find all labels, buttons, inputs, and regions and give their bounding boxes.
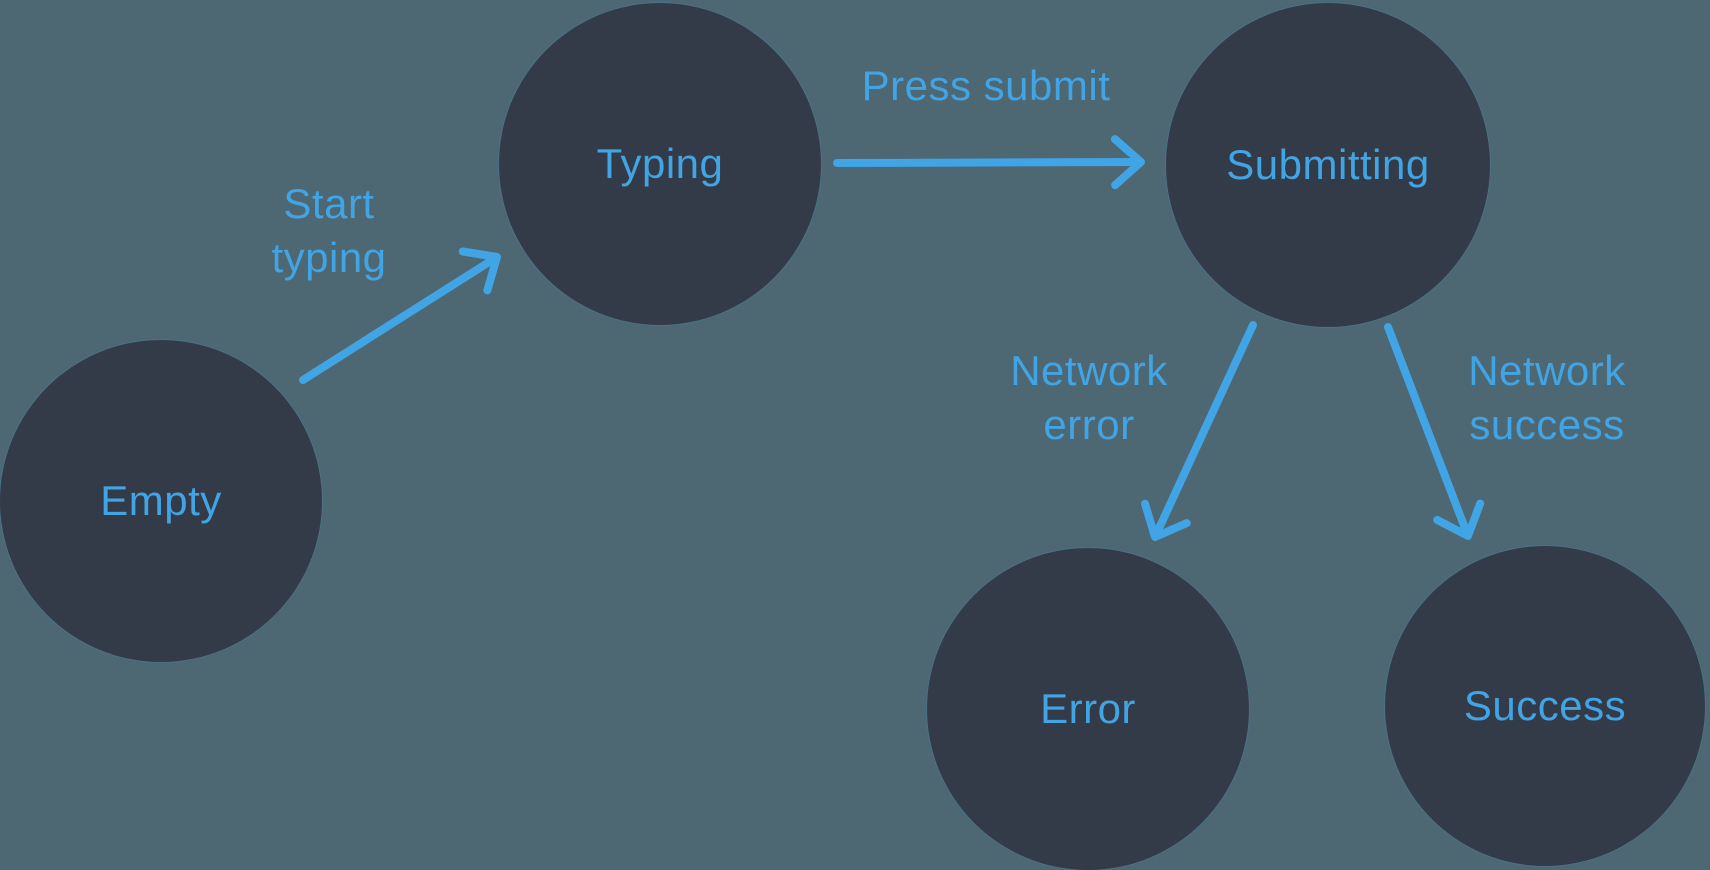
transition-label-line: Start [283, 180, 375, 227]
transition-label-line: Press submit [861, 62, 1111, 109]
transition-label-line: error [1043, 401, 1135, 448]
transition-label-line: Network [1468, 347, 1626, 394]
transition-label-network-error: Network error [1010, 344, 1168, 452]
state-label-submitting: Submitting [1226, 141, 1430, 188]
transition-label-line: Network [1010, 347, 1168, 394]
transition-arrow-press-submit [833, 158, 1142, 167]
transition-label-line: success [1469, 401, 1625, 448]
state-node-empty: Empty [0, 340, 322, 662]
arrowhead-network-error [1141, 499, 1191, 541]
arrowhead-start-typing [458, 247, 501, 295]
state-node-submitting: Submitting [1166, 3, 1490, 327]
arrowhead-press-submit [1110, 135, 1145, 190]
transition-label-press-submit: Press submit [862, 59, 1111, 113]
state-node-success: Success [1385, 546, 1705, 866]
transition-label-start-typing: Start typing [271, 177, 386, 285]
state-label-success: Success [1463, 682, 1627, 729]
arrowhead-network-success [1433, 499, 1485, 540]
state-node-typing: Typing [499, 3, 821, 325]
transition-arrow-network-success [1384, 323, 1471, 538]
transition-label-line: typing [271, 234, 387, 281]
state-label-empty: Empty [100, 477, 222, 524]
state-label-error: Error [1040, 685, 1136, 732]
state-label-typing: Typing [596, 140, 724, 187]
transition-arrow-network-error [1152, 321, 1257, 539]
transition-label-network-success: Network success [1468, 344, 1626, 452]
state-node-error: Error [927, 548, 1249, 870]
